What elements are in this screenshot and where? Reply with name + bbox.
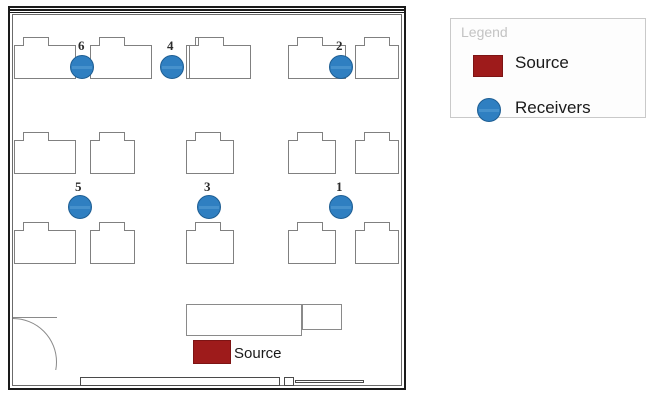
- desk-monitor: [195, 222, 221, 231]
- receiver-marker-3: [197, 195, 221, 219]
- desk-monitor: [99, 37, 125, 46]
- desk-monitor: [364, 37, 390, 46]
- desk: [14, 222, 76, 264]
- source-marker-label: Source: [234, 345, 282, 362]
- receiver-marker-6: [70, 55, 94, 79]
- receiver-label-2: 2: [336, 38, 343, 53]
- desk-monitor: [364, 222, 390, 231]
- receiver-marker-5: [68, 195, 92, 219]
- window-ledge: [295, 380, 364, 383]
- legend-title: Legend: [461, 24, 508, 40]
- desk-monitor: [297, 222, 323, 231]
- receiver-label-3: 3: [204, 179, 211, 194]
- door-threshold: [13, 317, 57, 318]
- desk-monitor: [99, 222, 125, 231]
- receiver-marker-2: [329, 55, 353, 79]
- legend-box: Legend Source Receivers: [450, 18, 646, 122]
- desk-monitor: [23, 37, 49, 46]
- window-ledge: [80, 377, 280, 386]
- desk-monitor: [297, 37, 323, 46]
- desk: [14, 37, 76, 79]
- room-top-wall: [10, 9, 404, 13]
- desk-monitor: [23, 222, 49, 231]
- desk: [14, 132, 76, 174]
- desk: [90, 37, 152, 79]
- door-swing-arc: [13, 318, 57, 370]
- desk: [90, 222, 135, 264]
- receiver-label-4: 4: [167, 38, 174, 53]
- receiver-label-6: 6: [78, 38, 85, 53]
- window-ledge: [284, 377, 294, 386]
- desk: [186, 132, 234, 174]
- legend-receiver-swatch: [477, 98, 501, 122]
- desk-monitor: [364, 132, 390, 141]
- desk: [288, 132, 336, 174]
- desk-monitor: [99, 132, 125, 141]
- legend-receivers-label: Receivers: [515, 98, 591, 117]
- desk: [355, 132, 399, 174]
- legend-source-swatch: [473, 55, 503, 77]
- source-marker: [193, 340, 231, 364]
- receiver-label-1: 1: [336, 179, 343, 194]
- desk: [189, 37, 251, 79]
- desk: [90, 132, 135, 174]
- front-table: [302, 304, 342, 330]
- receiver-marker-4: [160, 55, 184, 79]
- desk: [355, 222, 399, 264]
- desk: [355, 37, 399, 79]
- receiver-marker-1: [329, 195, 353, 219]
- front-table: [186, 304, 302, 336]
- desk-monitor: [23, 132, 49, 141]
- desk: [288, 222, 336, 264]
- desk-monitor: [198, 37, 224, 46]
- desk: [186, 222, 234, 264]
- legend-source-label: Source: [515, 53, 569, 72]
- desk-monitor: [195, 132, 221, 141]
- desk-monitor: [297, 132, 323, 141]
- receiver-label-5: 5: [75, 179, 82, 194]
